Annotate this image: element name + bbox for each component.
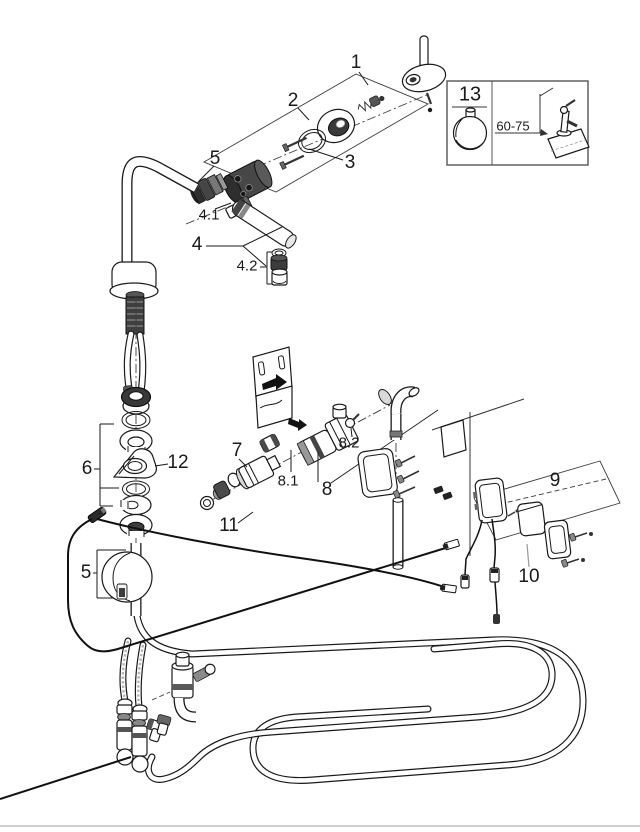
escutcheon-cap — [316, 108, 356, 144]
leader-lines-top — [198, 71, 369, 267]
callout-part-4: 4 — [191, 234, 203, 255]
callout-part-9: 9 — [549, 470, 561, 491]
outlet-pipe — [392, 497, 404, 570]
check-valve-7 — [199, 454, 282, 511]
cap-screws — [279, 136, 308, 170]
sensor-cable — [0, 518, 460, 800]
inset-part-number: 13 — [458, 83, 482, 106]
fitting-8-2 — [344, 413, 360, 429]
callout-part-10: 10 — [518, 566, 540, 587]
aerator-stack — [270, 248, 288, 286]
inset-dimension-label: 60-75 — [496, 118, 530, 134]
mounting-dimension-sketch — [495, 87, 590, 159]
mounting-plate — [252, 346, 307, 431]
outlet-elbow — [378, 386, 420, 440]
handle-screw-set — [357, 95, 385, 112]
supply-hoses-and-valves — [116, 637, 216, 773]
drill-template-icon — [452, 107, 488, 151]
lower-washers — [118, 480, 153, 538]
handle-lever — [401, 35, 447, 113]
callout-part-11: 11 — [219, 515, 239, 536]
bracket-5-weight — [93, 549, 126, 599]
battery-box-10 — [517, 501, 546, 537]
leader-10 — [526, 543, 530, 568]
mounting-washer-stack — [119, 386, 153, 454]
cover-plate — [543, 519, 572, 560]
coupler-8-1 — [259, 433, 281, 453]
callout-part-2: 2 — [287, 90, 299, 111]
callout-part-3: 3 — [344, 152, 356, 173]
callout-part-5-hose-weight: 5 — [80, 562, 92, 583]
callout-part-7: 7 — [231, 440, 243, 461]
hose-loops — [132, 602, 587, 784]
callout-part-4-1: 4.1 — [198, 206, 220, 224]
leader-lines-middle — [237, 409, 439, 524]
callout-part-8: 8 — [321, 479, 333, 500]
callout-part-8-2: 8.2 — [338, 434, 360, 452]
control-box-9 — [472, 477, 508, 524]
triangle-bracket-12 — [112, 448, 157, 479]
plane-9 — [473, 460, 621, 541]
callout-part-6: 6 — [81, 458, 93, 479]
cover-screws — [507, 509, 593, 568]
callout-part-12: 12 — [167, 452, 189, 473]
hose-weight — [101, 543, 153, 616]
callout-part-5-spray-head: 5 — [209, 148, 221, 169]
leader-12 — [154, 463, 169, 467]
bracket-4-2 — [260, 251, 272, 285]
faucet-body — [109, 155, 199, 335]
axis-4-1 — [185, 205, 231, 225]
pullout-wand — [231, 199, 297, 249]
template-plate — [440, 419, 467, 458]
valve-assembly-8 — [296, 403, 359, 466]
control-box-wires — [460, 518, 500, 624]
cartridge — [223, 159, 273, 204]
callout-part-8-1: 8.1 — [277, 472, 299, 490]
callout-part-4-2: 4.2 — [236, 257, 258, 275]
bracket-6 — [94, 423, 119, 507]
control-unit — [357, 448, 453, 500]
callout-part-1: 1 — [350, 52, 362, 73]
inset-panel — [446, 80, 590, 166]
